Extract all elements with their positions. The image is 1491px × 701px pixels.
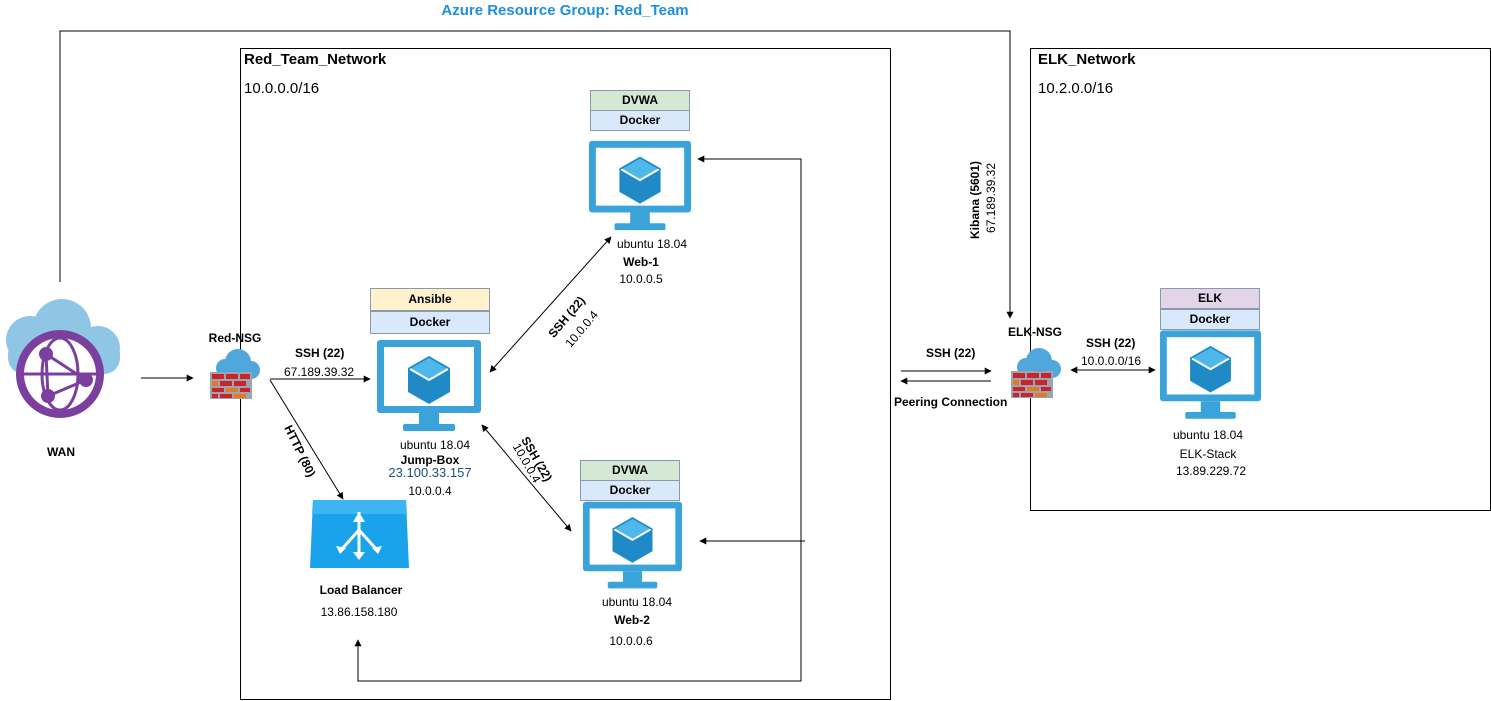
web2-name: Web-2	[614, 613, 650, 627]
elk-os: ubuntu 18.04	[1172, 428, 1244, 442]
web1-os: ubuntu 18.04	[616, 237, 688, 251]
web2-vm-icon	[583, 501, 682, 589]
red-network-title: Red_Team_Network	[244, 51, 387, 68]
wan-label: WAN	[47, 445, 75, 459]
jumpbox-web2-arrow	[481, 424, 572, 532]
web2-ip: 10.0.0.6	[609, 634, 653, 648]
backend-loop-line	[357, 155, 802, 682]
peering-connection-label: Peering Connection	[894, 395, 1008, 409]
elk-vm-icon	[1160, 330, 1261, 419]
jumpbox-vm-icon	[377, 340, 481, 431]
web1-docker-tag: Docker	[590, 110, 690, 131]
web2-os: ubuntu 18.04	[601, 595, 673, 609]
red-nsg-label: Red-NSG	[208, 331, 262, 345]
red-network-cidr: 10.0.0.0/16	[244, 80, 320, 97]
web1-ip: 10.0.0.5	[619, 272, 663, 286]
web1-name: Web-1	[623, 255, 659, 269]
elk-nsg-label: ELK-NSG	[1008, 325, 1062, 339]
elk-network-cidr: 10.2.0.0/16	[1038, 80, 1114, 97]
elk-name: ELK-Stack	[1179, 447, 1237, 461]
elk-nsg-firewall-icon	[1011, 348, 1061, 398]
globe-cloud-icon	[6, 299, 120, 418]
resource-group-outline	[59, 30, 1014, 319]
elk-tag: ELK	[1160, 288, 1260, 309]
jumpbox-public-ip: 23.100.33.157	[388, 465, 472, 480]
jumpbox-private-ip: 10.0.0.4	[408, 484, 452, 498]
elk-docker-tag: Docker	[1160, 309, 1260, 330]
kibana-label: Kibana (5601)	[968, 160, 983, 240]
kibana-ip-label: 67.189.39.32	[984, 162, 999, 234]
elk-network-title: ELK_Network	[1038, 51, 1136, 68]
load-balancer-icon	[310, 500, 409, 568]
resource-group-title: Azure Resource Group: Red_Team	[441, 2, 689, 19]
peering-ssh-label: SSH (22)	[926, 346, 976, 360]
web2-dvwa-tag: DVWA	[580, 460, 680, 481]
nsg-to-lb-arrow	[269, 379, 344, 500]
jumpbox-name: Jump-Box	[400, 453, 460, 467]
jumpbox-docker-tag: Docker	[370, 311, 490, 334]
jumpbox-web1-arrow	[489, 236, 612, 373]
web2-docker-tag: Docker	[580, 480, 680, 501]
jumpbox-os: ubuntu 18.04	[399, 438, 471, 452]
load-balancer-name: Load Balancer	[319, 583, 403, 597]
load-balancer-ip: 13.86.158.180	[320, 605, 398, 619]
elk-ssh-cidr-label: 10.0.0.0/16	[1081, 354, 1142, 368]
web1-vm-icon	[589, 140, 691, 231]
jumpbox-ansible-tag: Ansible	[370, 288, 490, 311]
red-nsg-firewall-icon	[210, 349, 260, 399]
nsg-jumpbox-ip-label: 67.189.39.32	[284, 365, 355, 379]
nsg-jumpbox-ssh-label: SSH (22)	[295, 346, 345, 360]
elk-ssh-label: SSH (22)	[1086, 336, 1136, 350]
elk-ip: 13.89.229.72	[1175, 464, 1247, 478]
web1-dvwa-tag: DVWA	[590, 90, 690, 111]
